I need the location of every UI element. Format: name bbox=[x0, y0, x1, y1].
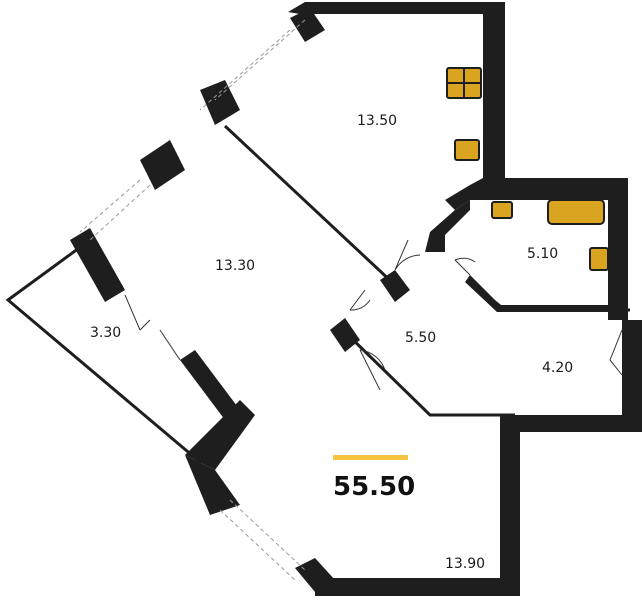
corridor-right-wall bbox=[520, 415, 642, 432]
bathroom-sink-icon bbox=[491, 201, 513, 219]
window-kitchen-outer bbox=[199, 29, 291, 111]
window-kitchen bbox=[214, 19, 306, 101]
room-area-hall: 5.50 bbox=[405, 330, 436, 346]
room-area-living: 13.90 bbox=[445, 556, 485, 572]
balcony-pillar-top bbox=[70, 228, 125, 302]
hall-mid-wall bbox=[330, 318, 360, 352]
window-living-outer bbox=[219, 509, 296, 581]
bathroom-right-wall bbox=[608, 178, 628, 320]
room-area-kitchen: 13.50 bbox=[357, 113, 397, 129]
room-area-balcony: 3.30 bbox=[90, 325, 121, 341]
bathroom-inner-wall bbox=[425, 200, 470, 252]
living-left-pillar bbox=[185, 455, 240, 515]
room-area-bedroom: 13.30 bbox=[215, 258, 255, 274]
balcony-outline bbox=[5, 238, 242, 465]
room-area-bathroom: 5.10 bbox=[527, 246, 558, 262]
kitchen-pillar bbox=[200, 80, 240, 125]
living-top-wall bbox=[185, 400, 255, 470]
balcony-pillar-bottom bbox=[180, 350, 240, 420]
room-area-corridor: 4.20 bbox=[542, 360, 573, 376]
bedroom-left-wall bbox=[223, 124, 397, 287]
door-living bbox=[359, 349, 386, 391]
total-area: 55.50 bbox=[333, 472, 415, 502]
toilet-icon bbox=[589, 247, 609, 271]
door-bathroom bbox=[454, 257, 476, 276]
hall-upper-wall bbox=[380, 270, 410, 302]
corridor-right-pillar bbox=[622, 320, 642, 432]
window-living bbox=[229, 499, 306, 571]
door-hall bbox=[394, 239, 421, 271]
bathroom-bottom-wall bbox=[465, 275, 608, 312]
door-bedroom bbox=[349, 289, 371, 311]
bathroom-top-wall bbox=[445, 178, 628, 210]
door-balcony bbox=[124, 294, 181, 361]
hall-outline bbox=[343, 330, 515, 417]
bathtub-icon bbox=[547, 199, 605, 225]
door-corridor bbox=[609, 329, 623, 376]
window-bedroom bbox=[89, 184, 151, 241]
kitchen-right-wall bbox=[483, 2, 505, 180]
window-pillar-top bbox=[290, 8, 325, 42]
living-bottom-wall bbox=[315, 578, 520, 596]
total-area-accent-bar bbox=[333, 455, 408, 460]
kitchen-top-wall bbox=[288, 2, 505, 14]
window-bedroom-outer bbox=[79, 179, 141, 233]
bedroom-pillar bbox=[140, 140, 185, 190]
kitchen-sink-icon bbox=[454, 139, 480, 161]
living-right-wall bbox=[500, 415, 520, 596]
